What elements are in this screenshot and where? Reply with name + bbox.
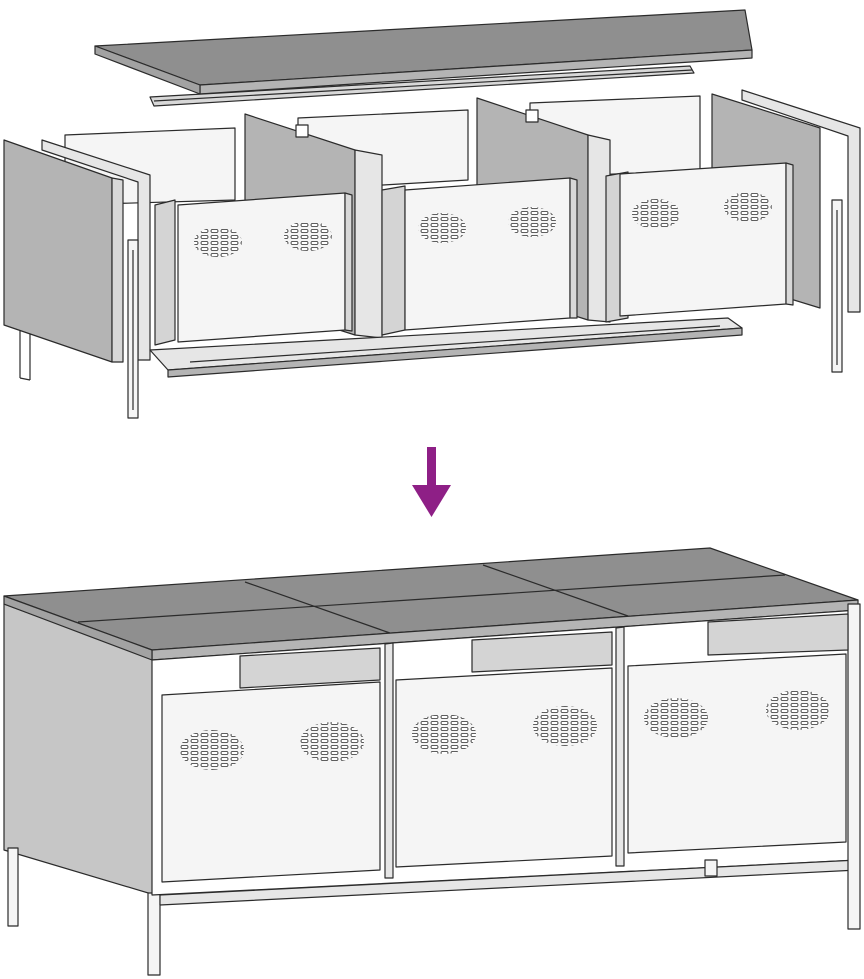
assembled-inner-backs <box>239 613 849 689</box>
top-panel <box>94 9 753 95</box>
door-3-exploded <box>619 162 794 317</box>
left-side-panel <box>3 139 124 381</box>
assembled-view <box>3 547 861 976</box>
left-frame <box>41 139 151 419</box>
door-2-assembled <box>395 667 613 868</box>
assembled-left-side <box>3 603 161 976</box>
door-1-assembled <box>161 681 381 883</box>
down-arrow-icon <box>412 447 451 517</box>
door-1-exploded <box>177 192 353 343</box>
top-rail <box>149 65 695 107</box>
door-2-exploded <box>404 177 578 331</box>
exploded-view <box>3 9 861 419</box>
assembled-top <box>3 547 859 661</box>
door-3-assembled <box>627 653 847 854</box>
base-plate <box>149 317 743 378</box>
